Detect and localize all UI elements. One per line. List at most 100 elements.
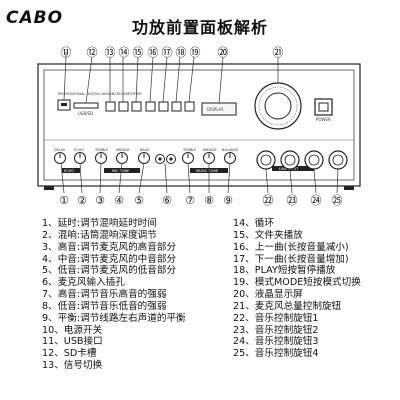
folder-play-button[interactable] bbox=[131, 101, 142, 112]
mic-bass-knob[interactable] bbox=[138, 152, 150, 164]
knob-label: TREBLE bbox=[182, 148, 196, 152]
repeat-button[interactable] bbox=[118, 101, 129, 112]
mic-input-jacks[interactable] bbox=[155, 154, 176, 164]
legend-item: 18、PLAY短按暂停播放 bbox=[233, 265, 336, 277]
usb-sd-label: USB/SD bbox=[78, 111, 93, 116]
media-buttons bbox=[105, 101, 195, 112]
callout-number: ㉑ bbox=[273, 46, 284, 59]
amplifier-front-panel-diagram: PROFESSIONAL DIGITAL ADVANCED AMPLIFIER … bbox=[37, 46, 361, 207]
legend-item: 16、上一曲(长按音量减小) bbox=[233, 241, 349, 253]
legend-item: 6、麦克风输入插孔 bbox=[42, 277, 125, 289]
callout-number: ⑬ bbox=[105, 46, 116, 59]
callout-number: ① bbox=[59, 194, 69, 207]
music-control-knob-2[interactable] bbox=[280, 150, 300, 170]
group-label: MIC TONE bbox=[112, 169, 129, 173]
group-label: ECHO bbox=[64, 169, 74, 173]
music-control-knob-1[interactable] bbox=[256, 150, 276, 170]
legend-left: 1、延时:调节混响延时时间 2、混响:话筒混响深度调节 3、高音:调节麦克风的高… bbox=[42, 218, 242, 372]
power-switch[interactable] bbox=[314, 98, 333, 116]
group-label-bar bbox=[62, 168, 80, 173]
callout-number: ㉓ bbox=[287, 194, 298, 207]
music-control-knob-3[interactable] bbox=[304, 150, 324, 170]
callout-number: ④ bbox=[114, 194, 124, 207]
model-text: PROFESSIONAL DIGITAL ADVANCED AMPLIFIER bbox=[58, 92, 142, 96]
legend-item: 14、循环 bbox=[233, 218, 274, 229]
mic-middle-knob[interactable] bbox=[116, 152, 128, 164]
balance-knob[interactable] bbox=[224, 152, 236, 164]
master-volume-knob[interactable] bbox=[254, 82, 302, 130]
callout-number: ⑥ bbox=[162, 194, 172, 207]
callout-number: ⑫ bbox=[87, 46, 98, 59]
legend-item: 10、电源开关 bbox=[42, 324, 103, 336]
legend-item: 15、文件夹播放 bbox=[233, 229, 303, 241]
callout-number: ② bbox=[77, 194, 87, 207]
knob-label: MIDDLE bbox=[203, 148, 217, 152]
legend-item: 20、液晶显示屏 bbox=[233, 289, 303, 301]
group-label-bar bbox=[104, 168, 140, 173]
input-select-button[interactable] bbox=[105, 101, 116, 112]
echo-depth-knob[interactable] bbox=[74, 152, 86, 164]
knob-label: BASS bbox=[140, 148, 150, 152]
sd-card-slot[interactable] bbox=[73, 102, 99, 109]
callout-number: ⑲ bbox=[190, 46, 201, 59]
music-treble-knob[interactable] bbox=[182, 152, 194, 164]
callout-number: ⑰ bbox=[162, 46, 173, 59]
legend-item: 22、音乐控制旋钮1 bbox=[233, 312, 319, 324]
callout-number: ⑱ bbox=[176, 46, 187, 59]
knob-label: ECHO bbox=[74, 148, 84, 152]
leader-lines-bottom bbox=[60, 162, 339, 194]
legend-item: 24、音乐控制旋钮3 bbox=[233, 336, 319, 348]
display-label: DISPLAY bbox=[207, 107, 224, 112]
usb-port-slot bbox=[61, 103, 67, 106]
legend-item: 5、低音:调节麦克风的低音部分 bbox=[42, 265, 177, 277]
echo-delay-knob[interactable] bbox=[54, 152, 66, 164]
next-track-button[interactable] bbox=[158, 101, 169, 112]
callout-number: ㉒ bbox=[263, 194, 274, 207]
music-control-knob-4[interactable] bbox=[328, 150, 348, 170]
callout-number: ⑨ bbox=[223, 194, 233, 207]
callout-number: ⑤ bbox=[134, 194, 144, 207]
callout-number: ⑭ bbox=[119, 46, 130, 59]
callout-number: ㉔ bbox=[311, 194, 322, 207]
legend-item: 17、下一曲(长按音量增加) bbox=[233, 253, 349, 265]
callout-number: ㉕ bbox=[332, 194, 343, 207]
legend-item: 4、中音:调节麦克风的中音部分 bbox=[42, 253, 177, 265]
page-title: 功放前置面板解析 bbox=[131, 18, 268, 37]
callout-number: ⑧ bbox=[204, 194, 214, 207]
knob-label: BALANCE bbox=[222, 148, 239, 152]
knob-label: DELAY bbox=[54, 148, 66, 152]
power-label: POWER bbox=[316, 117, 331, 122]
callout-number: ⑪ bbox=[61, 46, 72, 59]
amplifier-chassis bbox=[37, 63, 361, 190]
legend-item: 19、模式MODE短按模式切换 bbox=[233, 277, 361, 289]
legend-item: 8、低音:调节音乐低音的强弱 bbox=[42, 300, 167, 312]
legend-right: 14、循环 15、文件夹播放 16、上一曲(长按音量减小) 17、下一曲(长按音… bbox=[233, 218, 400, 360]
music-bass-knob[interactable] bbox=[203, 152, 215, 164]
knob-label: MIDDLE bbox=[116, 148, 130, 152]
group-label: MUSIC TONE bbox=[196, 169, 218, 173]
callout-number: ⑦ bbox=[185, 194, 195, 207]
callout-number: ⑳ bbox=[218, 46, 229, 59]
callout-number: ③ bbox=[95, 194, 105, 207]
brand-logo: CABO bbox=[6, 8, 64, 28]
play-pause-button[interactable] bbox=[171, 101, 182, 112]
legend-item: 13、信号切换 bbox=[42, 360, 103, 372]
callout-number: ⑯ bbox=[148, 46, 159, 59]
prev-track-button[interactable] bbox=[145, 101, 156, 112]
legend-item: 3、高音:调节麦克风的高音部分 bbox=[42, 241, 177, 253]
legend-item: 1、延时:调节混响延时时间 bbox=[42, 218, 157, 229]
power-switch-inner bbox=[318, 102, 329, 112]
legend-item: 11、USB接口 bbox=[42, 336, 103, 348]
knob-label: TREBLE bbox=[94, 148, 108, 152]
leader-lines bbox=[63, 52, 279, 104]
callout-number: ⑮ bbox=[133, 46, 144, 59]
legend-item: 25、音乐控制旋钮4 bbox=[233, 348, 319, 360]
legend-item: 23、音乐控制旋钮2 bbox=[233, 324, 319, 336]
legend-item: 2、混响:话筒混响深度调节 bbox=[42, 229, 157, 241]
legend-item: 9、平衡:调节线路左右声道的平衡 bbox=[42, 312, 186, 324]
mic-treble-knob[interactable] bbox=[95, 152, 107, 164]
legend-item: 7、高音:调节音乐高音的强弱 bbox=[42, 289, 167, 301]
mode-button[interactable] bbox=[184, 101, 195, 112]
legend-item: 12、SD卡槽 bbox=[42, 348, 97, 360]
legend-item: 21、麦克风总量控制旋钮 bbox=[233, 300, 342, 312]
